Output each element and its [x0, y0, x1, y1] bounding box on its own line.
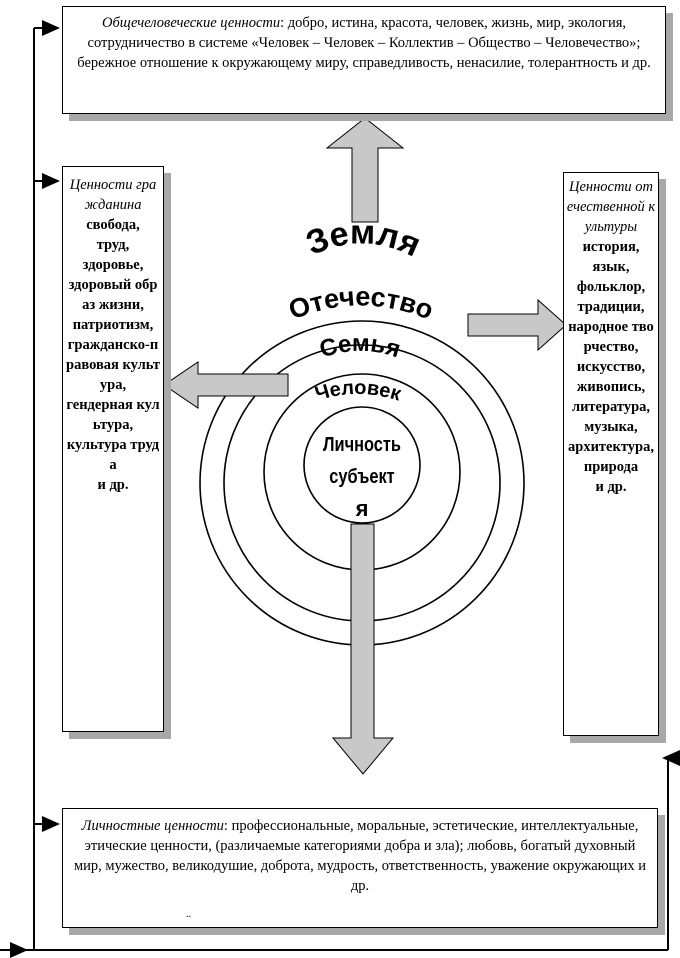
citizen-value-item: здоровый образ жизни,: [68, 277, 158, 313]
culture-value-item: искусство,: [576, 359, 646, 375]
citizen-value-item: гражданско-правовая культура,: [66, 337, 160, 393]
personal-values-text: : профессиональные, моральные, эстетичес…: [73, 818, 647, 894]
culture-values-list: история, язык, фольклор, традиции, народное …: [566, 237, 656, 497]
label-fatherland: Отечество: [285, 281, 438, 325]
culture-value-item: архитектура,: [568, 439, 654, 455]
citizen-value-item: патриотизм,: [72, 317, 154, 333]
culture-value-item: фольклор,: [576, 279, 646, 295]
citizen-value-item: гендерная культура,: [66, 397, 160, 433]
culture-value-item: история,: [582, 239, 640, 255]
culture-value-item: литература,: [571, 399, 651, 415]
culture-value-item: народное творчество,: [568, 319, 654, 355]
culture-values-box: Ценности отечественной культуры история,…: [563, 172, 659, 736]
core-label-line1: Личность: [323, 432, 401, 455]
personal-values-heading: Личностные ценности: [81, 818, 224, 834]
culture-value-item: и др.: [595, 479, 627, 495]
core-label-line2: субъект: [329, 464, 394, 487]
universal-values-box: Общечеловеческие ценности: добро, истина…: [62, 6, 666, 114]
culture-value-item: живопись,: [576, 379, 646, 395]
label-family: Семья: [317, 330, 404, 363]
citizen-value-item: и др.: [97, 477, 129, 493]
citizen-value-item: культура труда: [66, 437, 160, 473]
ring-inner: [303, 406, 421, 524]
personal-values-box: Личностные ценности: профессиональные, м…: [62, 808, 658, 928]
citizen-value-item: здоровье,: [82, 257, 144, 273]
universal-values-heading: Общечеловеческие ценности: [101, 15, 281, 31]
arrow-up: [325, 117, 405, 223]
citizen-values-heading: Ценности гражданина: [69, 177, 157, 213]
citizen-value-item: свобода,: [86, 217, 140, 233]
arrow-right: [467, 298, 567, 352]
culture-value-item: музыка,: [584, 419, 638, 435]
citizen-value-item: труд,: [96, 237, 130, 253]
label-earth: Земля: [301, 213, 426, 264]
arrow-left: [163, 361, 289, 409]
culture-values-heading: Ценности отечественной культуры: [566, 179, 656, 235]
culture-value-item: природа: [583, 459, 639, 475]
universal-values-text: : добро, истина, красота, человек, жизнь…: [77, 15, 651, 71]
feedback-loop-lines: [0, 20, 680, 958]
citizen-values-box: Ценности гражданина свобода, труд, здоровь…: [62, 166, 164, 732]
stray-mark: ..: [186, 909, 191, 920]
core-label-line3: я: [355, 496, 369, 521]
culture-value-item: традиции,: [577, 299, 645, 315]
arrow-down: [331, 523, 395, 775]
citizen-values-list: свобода, труд, здоровье, здоровый образ жиз…: [65, 215, 161, 495]
culture-value-item: язык,: [592, 259, 630, 275]
